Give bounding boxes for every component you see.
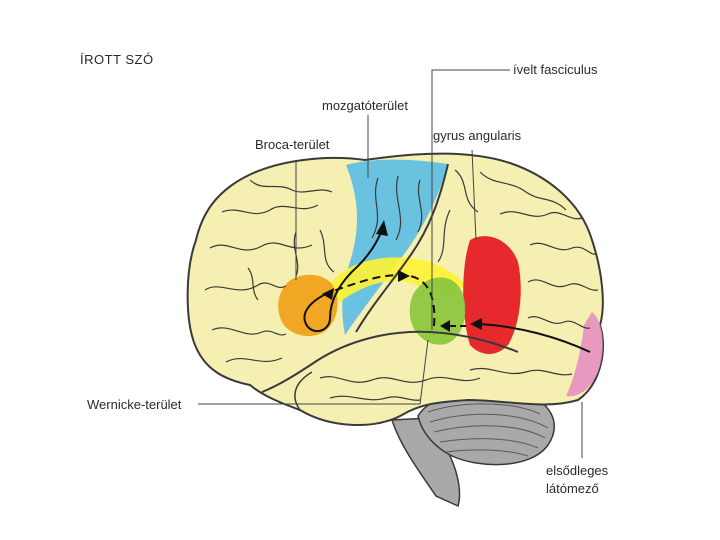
arcuate-fasciculus-path (329, 274, 436, 327)
motor-region (342, 159, 448, 335)
wernicke-region (463, 236, 521, 355)
leader-lines (198, 69, 583, 458)
label-wernicke-area: Wernicke-terület (87, 397, 182, 412)
brain-stem (390, 417, 461, 508)
sylvian-fissure (261, 330, 519, 393)
label-motor-area: mozgatóterület (322, 98, 408, 113)
broca-region (278, 274, 338, 337)
arrow-head-fasciculus (398, 270, 410, 282)
label-angular-gyrus: gyrus angularis (433, 128, 522, 143)
cerebellum-folds (427, 403, 549, 457)
temporal-lobe-outline (294, 371, 313, 411)
arrow-head-loop (440, 320, 450, 332)
visual-input-path (477, 323, 591, 353)
primary-visual-region (566, 312, 603, 397)
label-visual-cortex-line1: elsődleges (546, 463, 609, 478)
angular-gyrus-region (409, 277, 466, 345)
cerebrum (186, 152, 604, 427)
label-arcuate-fasciculus: ívelt fasciculus (513, 62, 598, 77)
arrow-head-motor (376, 220, 388, 236)
central-sulcus (355, 163, 449, 333)
label-visual-cortex-line2: látómező (546, 481, 599, 496)
arrow-head-angular (470, 318, 482, 330)
broca-loop (303, 229, 383, 333)
diagram-title: ÍROTT SZÓ (80, 52, 154, 67)
label-broca-area: Broca-terület (255, 137, 330, 152)
